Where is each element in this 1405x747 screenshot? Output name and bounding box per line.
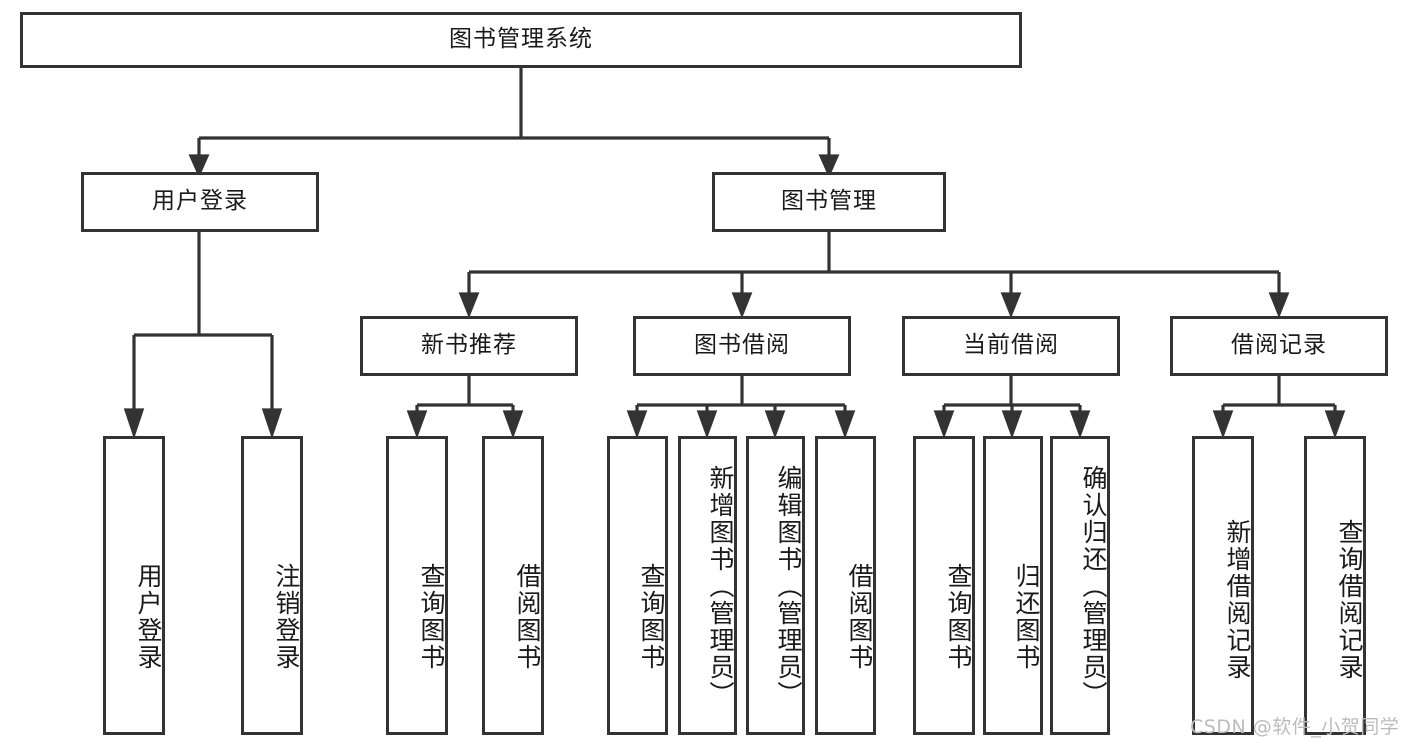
leaf-user-login-2-label: 注销登录 — [272, 562, 301, 671]
arrow-current-l3 — [1069, 410, 1091, 439]
arrow-borrow-l4 — [834, 410, 856, 439]
leaf-current-1-label: 查询图书 — [944, 562, 973, 671]
arrow-rec-l2 — [502, 410, 524, 439]
leaf-borrow-4-label: 借阅图书 — [845, 562, 874, 671]
arrow-user-leaf1 — [123, 408, 145, 440]
node-root[interactable]: 图书管理系统 — [20, 12, 1022, 68]
arrow-borrow-l3 — [764, 410, 786, 439]
arrow-books-c4 — [1268, 292, 1290, 319]
leaf-current-1[interactable]: 查询图书 — [913, 436, 975, 735]
leaf-user-login-1-label: 用户登录 — [134, 562, 163, 671]
arrow-books-c1 — [458, 292, 480, 319]
arrow-rec-l1 — [406, 410, 428, 439]
leaf-borrow-3[interactable]: 编辑图书（管理员） — [746, 436, 805, 735]
leaf-record-1[interactable]: 新增借阅记录 — [1192, 436, 1254, 735]
arrow-user-leaf2 — [261, 408, 283, 440]
arrow-borrow-l1 — [626, 410, 648, 439]
arrow-books-c3 — [1000, 292, 1022, 319]
node-new-book-recommend-label: 新书推荐 — [421, 332, 517, 359]
node-borrow-record[interactable]: 借阅记录 — [1170, 316, 1388, 376]
leaf-borrow-2-label: 新增图书（管理员） — [706, 465, 735, 708]
leaf-recommend-2-label: 借阅图书 — [513, 562, 542, 671]
arrow-record-l2 — [1324, 410, 1346, 439]
leaf-current-3[interactable]: 确认归还（管理员） — [1050, 436, 1110, 735]
leaf-user-login-1[interactable]: 用户登录 — [103, 436, 165, 735]
node-user-login[interactable]: 用户登录 — [81, 172, 319, 232]
node-user-login-label: 用户登录 — [152, 188, 248, 215]
leaf-recommend-2[interactable]: 借阅图书 — [482, 436, 544, 735]
leaf-recommend-1-label: 查询图书 — [417, 562, 446, 671]
node-book-management-label: 图书管理 — [781, 188, 877, 215]
leaf-record-2[interactable]: 查询借阅记录 — [1304, 436, 1366, 735]
watermark: CSDN @软件_小贺同学 — [1190, 712, 1399, 739]
leaf-record-2-label: 查询借阅记录 — [1335, 518, 1364, 681]
node-current-borrow[interactable]: 当前借阅 — [902, 316, 1120, 376]
leaf-borrow-1-label: 查询图书 — [637, 562, 666, 671]
leaf-borrow-3-label: 编辑图书（管理员） — [774, 465, 803, 708]
leaf-borrow-2[interactable]: 新增图书（管理员） — [678, 436, 737, 735]
node-book-borrow-label: 图书借阅 — [694, 332, 790, 359]
node-root-label: 图书管理系统 — [449, 26, 593, 53]
arrow-current-l1 — [933, 410, 955, 439]
node-borrow-record-label: 借阅记录 — [1231, 332, 1327, 359]
node-book-borrow[interactable]: 图书借阅 — [633, 316, 851, 376]
leaf-borrow-4[interactable]: 借阅图书 — [815, 436, 876, 735]
leaf-recommend-1[interactable]: 查询图书 — [386, 436, 448, 735]
leaf-current-2[interactable]: 归还图书 — [983, 436, 1043, 735]
node-book-management[interactable]: 图书管理 — [712, 172, 946, 232]
arrow-books-c2 — [731, 292, 753, 319]
leaf-current-2-label: 归还图书 — [1012, 562, 1041, 671]
leaf-current-3-label: 确认归还（管理员） — [1079, 465, 1108, 708]
arrow-record-l1 — [1212, 410, 1234, 439]
node-current-borrow-label: 当前借阅 — [963, 332, 1059, 359]
arrow-borrow-l2 — [696, 410, 718, 439]
node-new-book-recommend[interactable]: 新书推荐 — [360, 316, 578, 376]
leaf-user-login-2[interactable]: 注销登录 — [241, 436, 303, 735]
leaf-record-1-label: 新增借阅记录 — [1223, 518, 1252, 681]
arrow-current-l2 — [1001, 410, 1023, 439]
watermark-text: CSDN @软件_小贺同学 — [1190, 716, 1400, 738]
leaf-borrow-1[interactable]: 查询图书 — [607, 436, 668, 735]
